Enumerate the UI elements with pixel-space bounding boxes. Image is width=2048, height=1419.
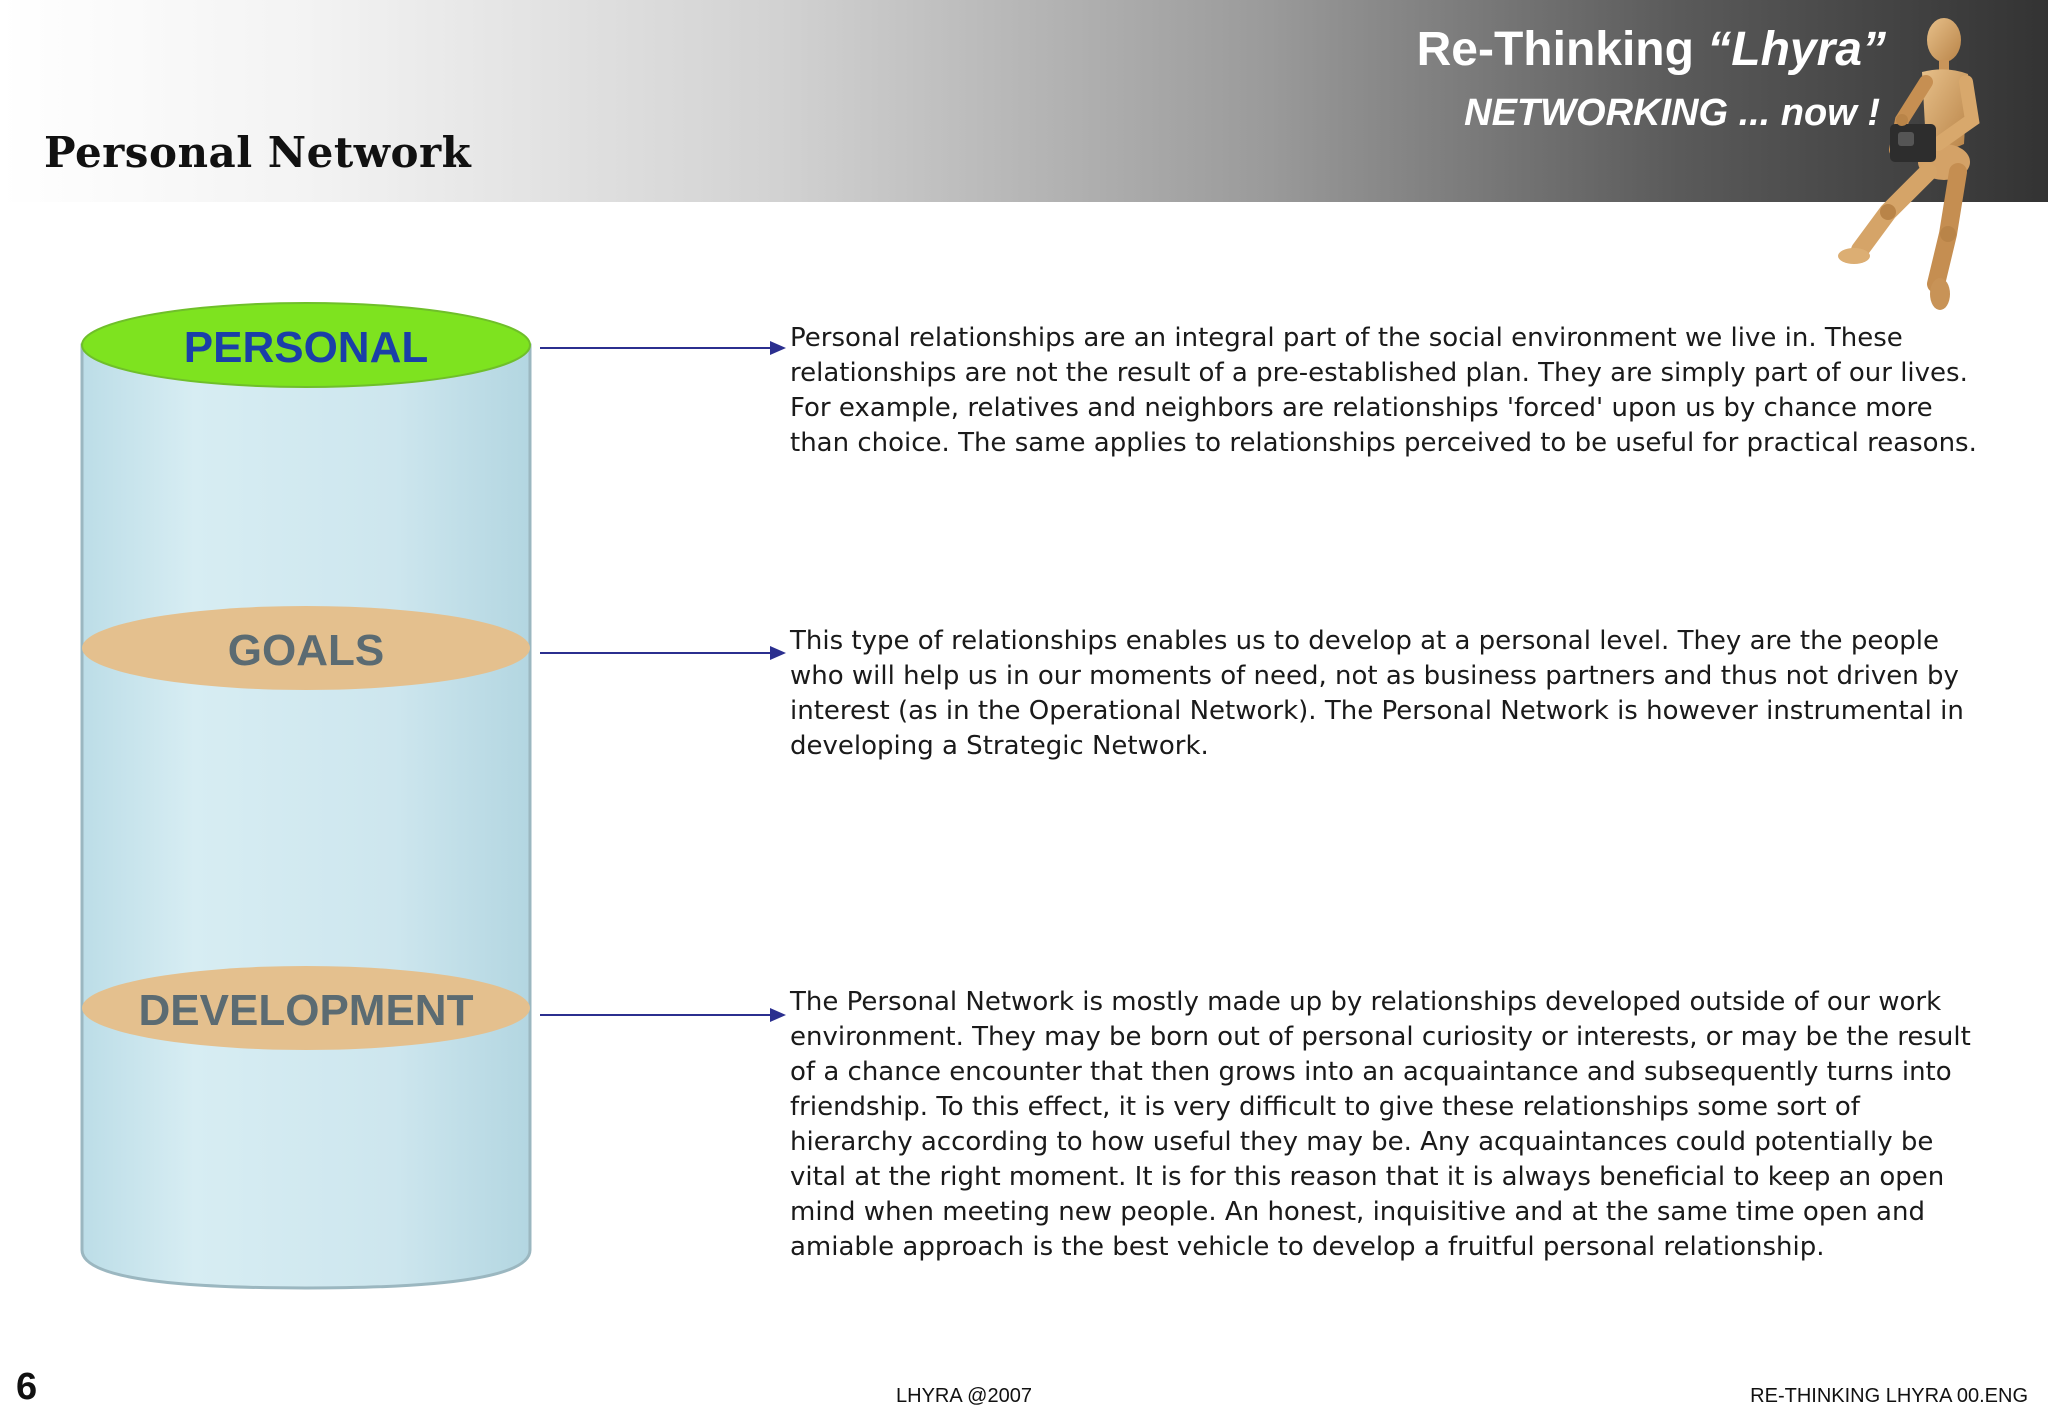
wooden-mannequin-image xyxy=(1838,18,1980,310)
header-band xyxy=(0,0,2048,202)
page-title: Personal Network xyxy=(44,128,472,177)
brand-title-quote: “Lhyra” xyxy=(1707,23,1886,76)
page-number: 6 xyxy=(16,1366,38,1408)
brand-title: Re-Thinking “Lhyra” xyxy=(1417,22,1886,77)
footer-document-id: RE-THINKING LHYRA 00.ENG xyxy=(1750,1385,2028,1407)
development-level-label: DEVELOPMENT xyxy=(139,986,474,1035)
footer-copyright: LHYRA @2007 xyxy=(896,1385,1032,1407)
goals-description: This type of relationships enables us to… xyxy=(790,626,1964,761)
development-description: The Personal Network is mostly made up b… xyxy=(790,987,1971,1262)
goals-level-label: GOALS xyxy=(228,626,384,675)
development-level-ellipse xyxy=(82,966,530,1050)
goals-level-ellipse xyxy=(82,606,530,690)
personal-level-label: PERSONAL xyxy=(184,323,428,372)
brand-title-main: Re-Thinking xyxy=(1416,23,1694,76)
personal-level-ellipse xyxy=(81,302,531,388)
cylinder-body xyxy=(80,343,532,1290)
personal-description: Personal relationships are an integral p… xyxy=(790,323,1977,458)
connector-arrows xyxy=(540,341,786,1022)
brand-subtitle: NETWORKING ... now ! xyxy=(1464,92,1880,134)
network-cylinder-diagram: PERSONAL GOALS DEVELOPMENT xyxy=(80,302,532,1290)
